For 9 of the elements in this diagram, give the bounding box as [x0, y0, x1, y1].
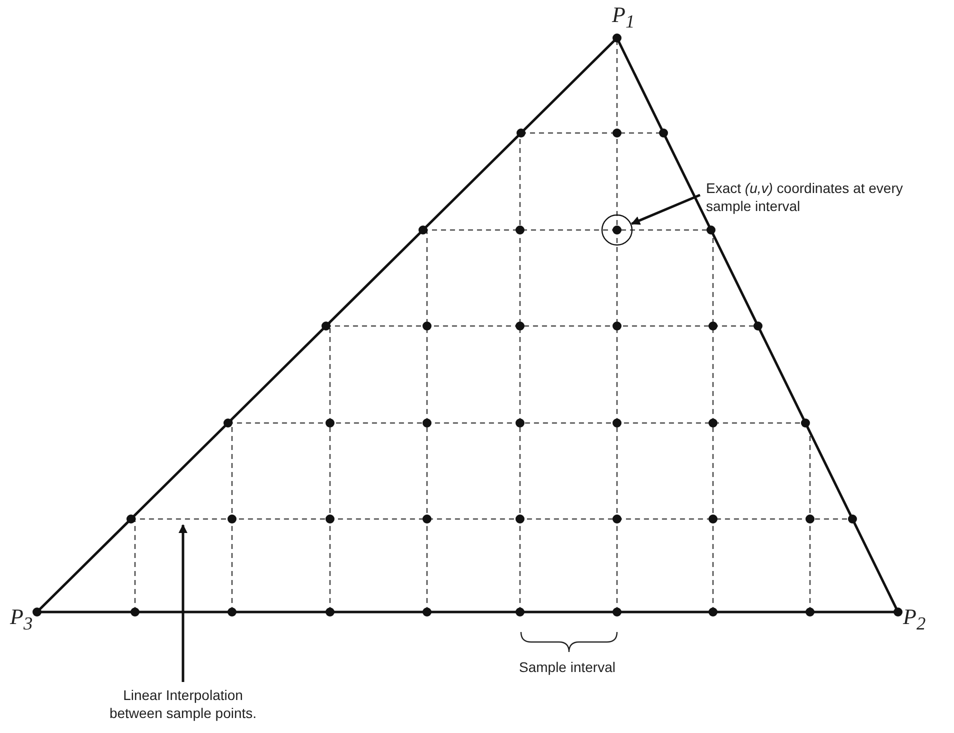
vertex-label: P$_{2}$ — [903, 604, 926, 634]
vertex-label: P$_{3}$ — [10, 604, 33, 634]
annotation-text: Linear Interpolation between sample points. — [103, 686, 263, 722]
annotation-text: Exact (u,v) coordinates at every sample interval — [706, 179, 946, 215]
leader-arrow — [178, 524, 188, 682]
vertex-label: P$_{1}$ — [612, 2, 635, 32]
dimension-label: Sample interval — [519, 658, 616, 676]
leader-arrow — [630, 194, 700, 225]
highlight-ring — [601, 214, 633, 246]
